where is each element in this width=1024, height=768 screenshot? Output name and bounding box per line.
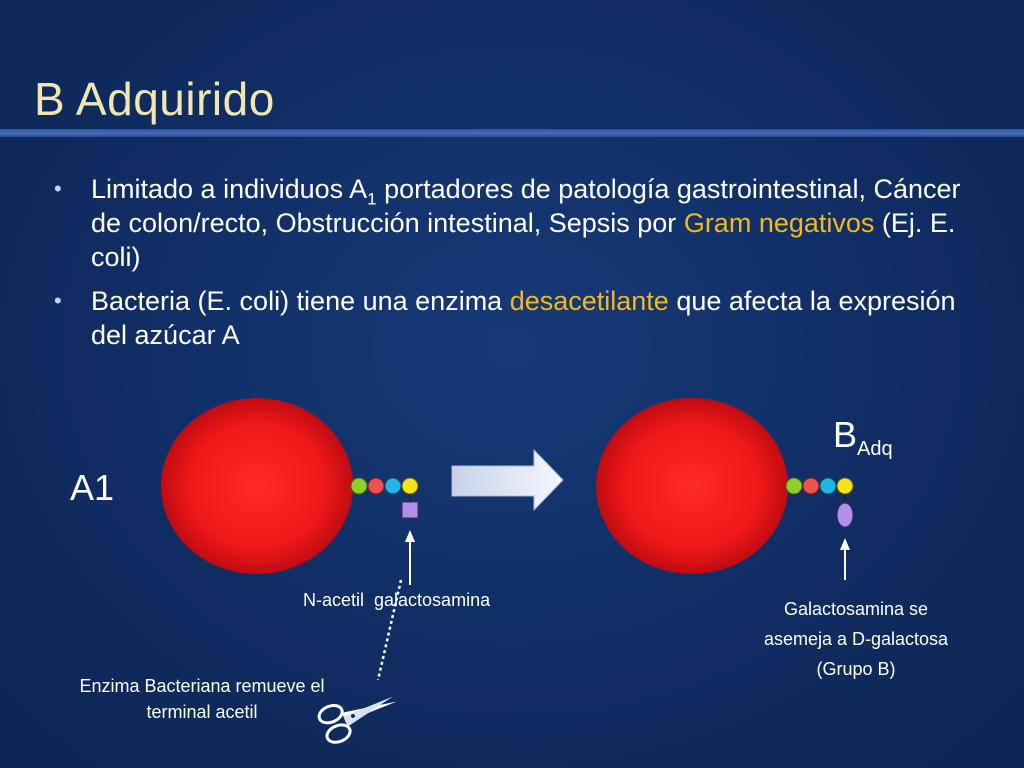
label-galacto-line2: asemeja a D-galactosa (764, 629, 949, 649)
label-b-adq-main: B (833, 414, 857, 455)
bullet-dot: • (54, 288, 62, 313)
sugar-blue-right (819, 477, 837, 495)
bullet-list: • Limitado a individuos A1 portadores de … (50, 172, 980, 362)
dotted-cut-line (376, 579, 403, 681)
label-enzyme-line1: Enzima Bacteriana remueve el (79, 676, 324, 696)
right-arrow-icon (451, 448, 564, 512)
scissors-icon (317, 696, 397, 744)
bullet-text: Limitado a individuos A (91, 174, 368, 204)
sugar-green-right (785, 477, 803, 495)
label-galacto-line3: (Grupo B) (816, 659, 895, 679)
label-a1: A1 (70, 467, 114, 508)
red-cell-right (596, 398, 788, 574)
bullet-text: que afecta la expresión del azúcar A (91, 286, 956, 350)
sugar-red-right (802, 477, 820, 495)
terminal-square-nacetil (401, 501, 419, 519)
label-galacto-line1: Galactosamina se (784, 599, 928, 619)
bullet-text: portadores de patología gastrointestinal… (91, 174, 961, 238)
label-enzyme-line2: terminal acetil (146, 702, 257, 722)
highlighted-text: Gram negativos (683, 208, 875, 238)
pointer-head-right (840, 538, 850, 550)
pointer-head-left (405, 530, 415, 542)
slide-title: B Adquirido (34, 73, 275, 125)
red-cell-left (161, 398, 353, 574)
highlighted-text: desacetilante (509, 286, 669, 316)
sugar-yellow-right (836, 477, 854, 495)
bullet-text: (Ej. E. coli) (91, 208, 956, 272)
bullet-text: Bacteria (E. coli) tiene una enzima (91, 286, 510, 316)
bullet-item: • Limitado a individuos A1 portadores de … (50, 172, 980, 274)
sugar-blue-left (384, 477, 402, 495)
bullet-item: • Bacteria (E. coli) tiene una enzima des… (50, 284, 980, 352)
title-divider (0, 129, 1024, 137)
bullet-dot: • (54, 176, 62, 201)
sugar-yellow-left (401, 477, 419, 495)
label-b-adq-sub: Adq (857, 438, 893, 460)
sugar-red-left (367, 477, 385, 495)
sugar-green-left (350, 477, 368, 495)
bullet-text: 1 (367, 189, 377, 209)
terminal-oval-galactosamina (836, 502, 854, 528)
